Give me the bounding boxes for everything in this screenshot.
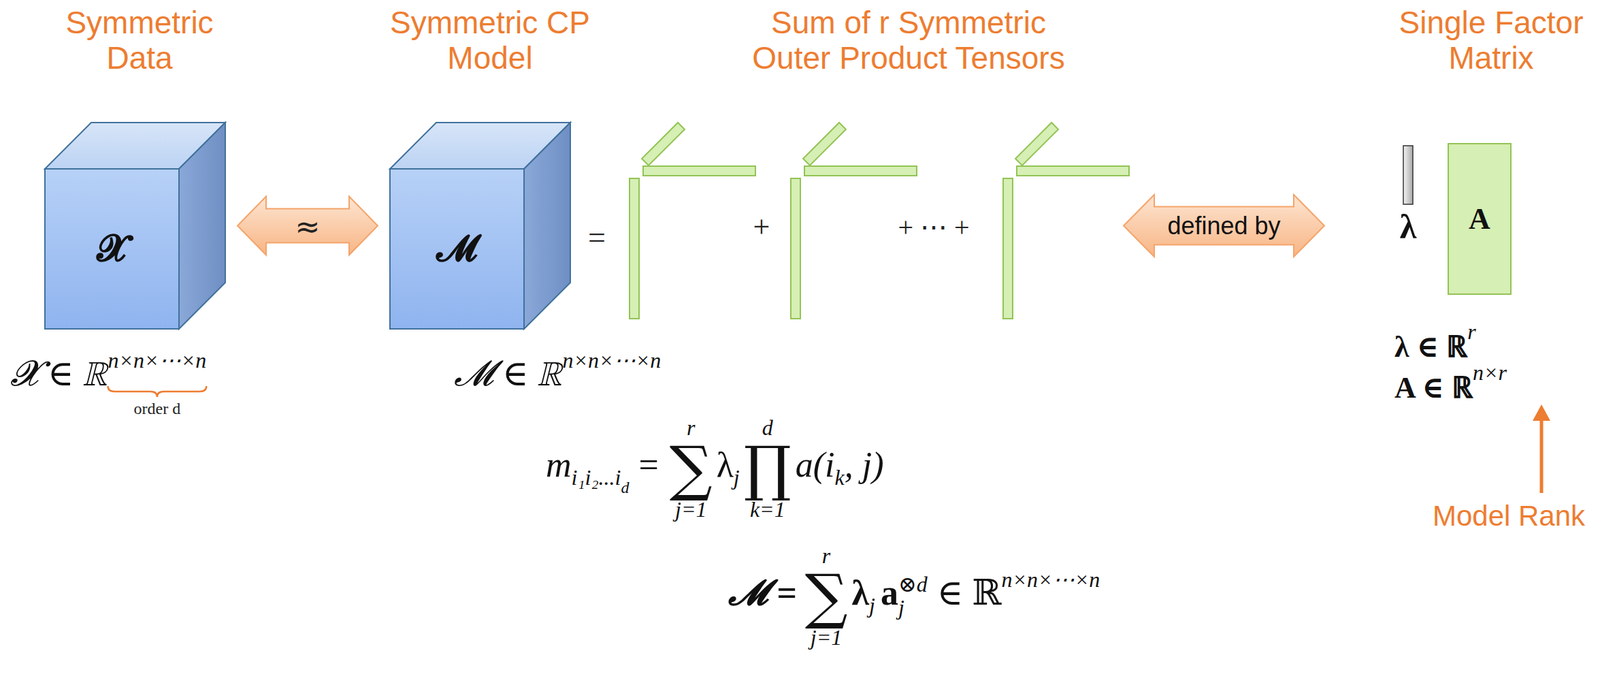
lower-limit: j=1 [810,626,842,648]
node-text: 𝓜 [436,226,478,271]
math-text: λ [851,573,870,612]
cube-front [44,168,179,329]
index-subscript: i₁i₂...i [571,464,622,490]
data-space-formula: 𝓧 ∈ ℝn×n×⋯×n [10,347,207,395]
lower-limit: k=1 [749,498,786,520]
model-rank-arrow [1532,404,1551,493]
dimension-superscript: n×n×⋯×n [108,347,207,373]
data-tensor-cube: 𝓧 [44,122,226,329]
lower-limit: j=1 [675,498,707,520]
data-tensor-cube-shape [44,122,226,329]
model-rank-note: Model Rank [1432,499,1586,533]
math-text: , j) [844,445,885,484]
double-arrow-shape [1123,194,1325,257]
dimension-superscript: n×n×⋯×n [1001,566,1100,592]
math-text: a(i [795,445,836,484]
section-heading: Sum of r Symmetric Outer Product Tensors [738,5,1079,76]
big-operator: r∑j=1 [805,544,848,648]
math-text: a [880,573,899,612]
index-subscript: j [869,592,876,618]
index-subscript: d [620,478,629,497]
operator-symbol: ∑ [805,566,848,627]
cube-front [389,168,525,329]
outer-product-1 [629,122,756,319]
math-text: ∈ ℝ [937,573,1002,612]
section-heading: Symmetric Data [47,5,232,76]
connector-label: ≈ [295,208,321,243]
model-space-formula: 𝓜 ∈ ℝn×n×⋯×n [453,347,661,395]
big-operator: d∏k=1 [743,416,792,520]
matrix-dimension-superscript: n×r [1472,360,1507,385]
lambda-space: λ ∈ ℝ [1394,330,1468,364]
matrix-space: A ∈ ℝ [1394,370,1473,405]
equals-sign: = [638,445,659,484]
node-text: defined by [1167,211,1281,241]
model-symbol: 𝓜 = [728,573,797,612]
node-text: A [1468,201,1491,237]
section-heading: Single Factor Matrix [1389,5,1594,76]
matrix-space-formula: A ∈ ℝn×r [1394,359,1507,407]
outer-product-2 [790,122,917,319]
index-subscript: j [733,464,740,490]
upper-limit: d [762,416,774,439]
model-formula: 𝓜 =r∑j=1λja⊗dj∈ ℝn×n×⋯×n [728,544,1100,648]
box-outline [1448,143,1511,295]
upper-limit: r [686,416,695,439]
lambda-vector: λ [1403,145,1413,205]
model-tensor-cube-shape [389,122,571,329]
node-text: 𝓧 [96,226,127,271]
operator-symbol: = [588,219,606,256]
order-brace [108,385,207,397]
lambda-vector-shape [1403,145,1413,205]
node-text: λ [1399,206,1417,247]
factor-matrix: A [1448,143,1511,295]
double-arrow-connector [237,196,378,256]
rank-superscript: r [1467,319,1476,344]
model-tensor-cube: 𝓜 [389,122,571,329]
subscript: j [898,596,905,620]
outer-product-3 [1003,122,1130,319]
upper-limit: r [822,544,831,567]
big-operator: r∑j=1 [669,416,713,520]
dimension-superscript: n×n×⋯×n [562,347,662,373]
defined-by-arrow: defined by [1122,193,1326,258]
operator-symbol: ∏ [743,438,792,499]
cube-side [524,122,571,329]
index-subscript: k [835,464,845,490]
operator-symbol: ∑ [669,438,713,499]
section-heading: Symmetric CP Model [367,5,613,76]
script-stack: ⊗dj [898,573,928,619]
entry-formula: mi₁i₂...id=r∑j=1λjd∏k=1a(ik, j) [545,416,885,520]
lambda-space-formula: λ ∈ ℝr [1394,318,1477,366]
bar-outline [1403,145,1413,205]
order-note: order d [134,399,182,418]
cube-side [178,122,226,329]
operator-symbol: + [753,209,771,245]
math-text: m [545,445,572,484]
tensor-space: 𝓧 ∈ ℝ [10,353,109,393]
tensor-space: 𝓜 ∈ ℝ [453,353,563,393]
operator-symbol: + ⋯ + [897,210,970,243]
superscript: ⊗d [898,573,928,597]
math-text: λ [716,445,734,484]
